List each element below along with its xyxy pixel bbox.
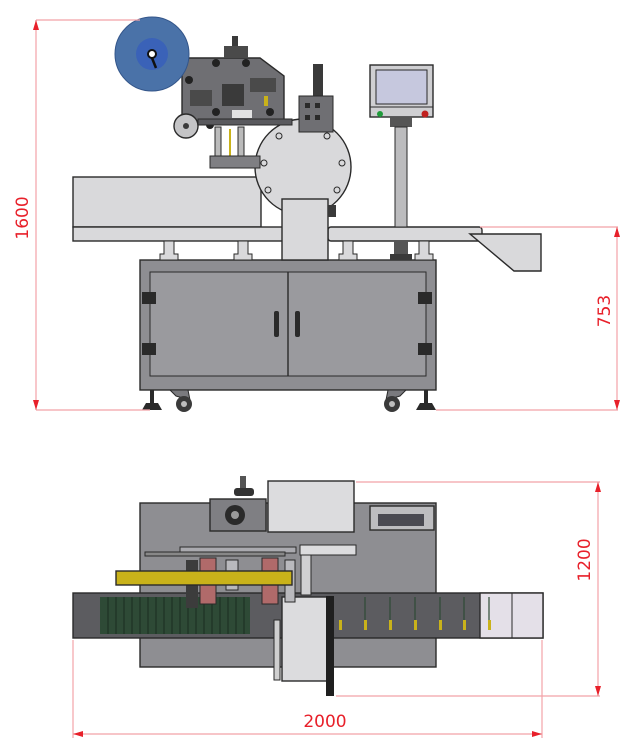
control-box — [369, 505, 435, 531]
pneumatic-cylinder — [298, 64, 334, 133]
front-view: 1600 753 — [13, 16, 620, 412]
star-wheel-dividers — [339, 620, 491, 630]
hinge — [418, 343, 432, 355]
top-view: 1200 2000 — [72, 476, 601, 738]
dimension-overall-length: 2000 — [72, 640, 543, 738]
dimension-label-2000: 2000 — [303, 712, 346, 732]
dimension-overall-height: 1600 — [13, 19, 150, 411]
dimension-label-1200: 1200 — [575, 538, 595, 581]
yellow-guide-rail — [115, 570, 293, 586]
stop-button — [421, 110, 429, 118]
dimension-label-753: 753 — [595, 295, 615, 327]
start-button — [377, 111, 383, 117]
labeling-head — [173, 36, 293, 169]
label-roll — [114, 16, 190, 92]
touch-screen-panel — [369, 64, 434, 127]
guide-bar — [326, 596, 334, 696]
door-handle-left — [274, 311, 279, 337]
dimension-label-1600: 1600 — [13, 196, 33, 239]
leveling-feet — [142, 390, 436, 410]
infeed-conveyor — [72, 176, 284, 242]
hinge — [142, 292, 156, 304]
guide-plate — [281, 596, 331, 682]
cabinet — [139, 259, 437, 391]
conveyor-supports — [159, 240, 434, 261]
door-handle-right — [295, 311, 300, 337]
outfeed-conveyor — [327, 226, 542, 272]
cover-plate — [267, 480, 355, 533]
hinge — [142, 343, 156, 355]
screen-pillar — [390, 126, 412, 260]
dimension-conveyor-height: 753 — [436, 226, 620, 411]
casters — [168, 389, 408, 412]
dimension-depth: 1200 — [336, 481, 601, 697]
separator-wheel — [254, 118, 352, 261]
hinge — [418, 292, 432, 304]
